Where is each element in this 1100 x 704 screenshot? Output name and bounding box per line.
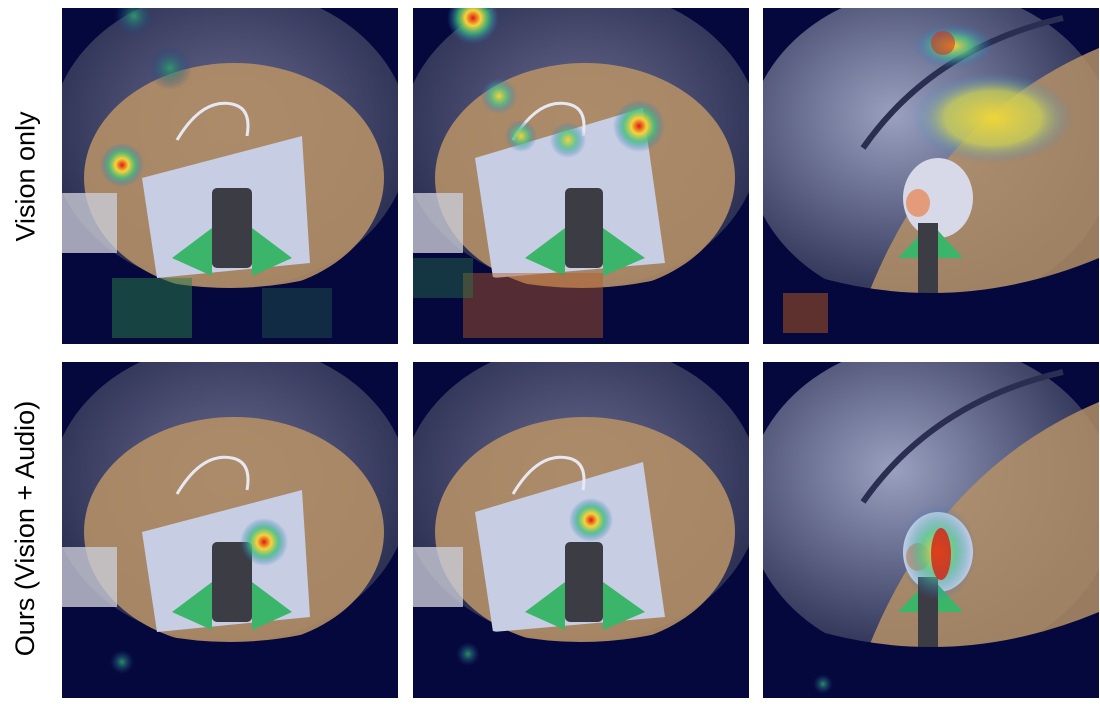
panel-vision-only-2	[413, 8, 749, 344]
fisheye-image	[62, 362, 398, 698]
row-label-vision-only: Vision only	[0, 8, 52, 344]
panel-ours-2	[413, 362, 749, 698]
fisheye-image	[62, 8, 398, 344]
row-label-text: Ours (Vision + Audio)	[10, 400, 41, 656]
panel-vision-only-3	[763, 8, 1099, 344]
fisheye-image	[763, 8, 1099, 344]
panel-ours-1	[62, 362, 398, 698]
panel-ours-3	[763, 362, 1099, 698]
fisheye-image	[763, 362, 1099, 698]
panel-vision-only-1	[62, 8, 398, 344]
fisheye-image	[413, 8, 749, 344]
row-label-ours: Ours (Vision + Audio)	[0, 360, 52, 696]
row-label-text: Vision only	[10, 110, 41, 242]
fisheye-image	[413, 362, 749, 698]
